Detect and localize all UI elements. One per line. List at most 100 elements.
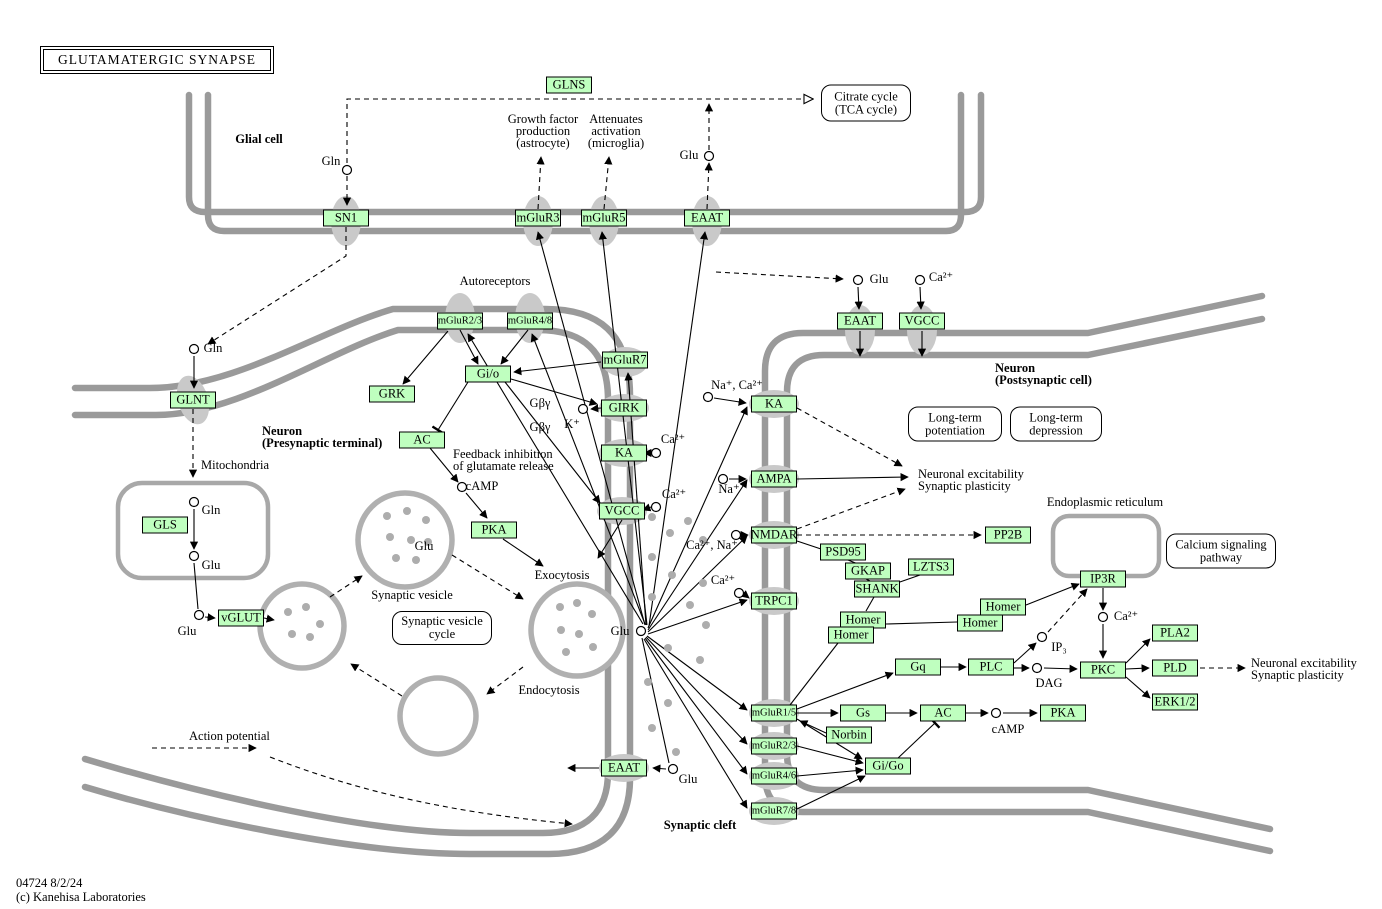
gene-node-PLA2[interactable]: PLA2: [1152, 624, 1198, 642]
ca-label-ka-pre: Ca²⁺: [660, 432, 686, 446]
gln-label-mito: Gln: [201, 503, 221, 517]
gbg-label-1: Gβγ: [529, 396, 551, 410]
glu-label-pre: Glu: [177, 624, 197, 638]
glu-label-hub: Glu: [610, 624, 630, 638]
glu-label-mito: Glu: [201, 558, 221, 572]
gene-node-Norbin[interactable]: Norbin: [826, 726, 872, 744]
gene-node-PKA[interactable]: PKA: [471, 521, 517, 539]
gene-node-EAAT[interactable]: EAAT: [684, 209, 730, 227]
metabolite-circles: [188, 150, 1109, 775]
gene-node-PSD95[interactable]: PSD95: [820, 543, 866, 561]
autoreceptors-label: Autoreceptors: [459, 274, 531, 288]
gene-node-VGCC[interactable]: VGCC: [899, 312, 945, 330]
action-potential-label: Action potential: [189, 729, 270, 743]
cana-label-nmdar: Ca²⁺, Na⁺: [686, 538, 738, 552]
gene-node-PKC[interactable]: PKC: [1080, 661, 1126, 679]
glu-label-top: Glu: [679, 148, 699, 162]
endoplasmic-reticulum-outline: [1050, 513, 1162, 579]
ca-label-right-top: Ca²⁺: [928, 270, 954, 284]
gene-node-Homer[interactable]: Homer: [828, 626, 874, 644]
page-title: GLUTAMATERGIC SYNAPSE: [43, 49, 272, 71]
gene-node-AMPA[interactable]: AMPA: [751, 470, 797, 488]
gln-label-top: Gln: [321, 154, 341, 168]
synaptic-cleft-label: Synaptic cleft: [663, 818, 737, 832]
naca-label-ka: Na⁺, Ca²⁺: [711, 378, 763, 392]
ca-label-trpc1: Ca²⁺: [710, 573, 736, 587]
gene-node-GLS[interactable]: GLS: [142, 516, 188, 534]
postsynaptic-neuron-label: Neuron(Postsynaptic cell): [995, 361, 1092, 387]
gene-node-PLD[interactable]: PLD: [1152, 659, 1198, 677]
gene-node-Gq[interactable]: Gq: [895, 658, 941, 676]
gene-node-IP3R[interactable]: IP3R: [1080, 570, 1126, 588]
ca-label-vgcc-pre: Ca²⁺: [661, 487, 687, 501]
presynaptic-neuron-label: Neuron(Presynaptic terminal): [262, 424, 383, 450]
er-label: Endoplasmic reticulum: [1046, 495, 1164, 509]
gene-node-mGluR2-3[interactable]: mGluR2/3: [751, 737, 797, 755]
gene-node-EAAT[interactable]: EAAT: [601, 759, 647, 777]
gene-node-mGluR3[interactable]: mGluR3: [515, 209, 561, 227]
gene-node-GKAP[interactable]: GKAP: [845, 562, 891, 580]
glu-label-right-top: Glu: [869, 272, 889, 286]
camp-label-right: cAMP: [991, 722, 1025, 736]
ca-label-er: Ca²⁺: [1113, 609, 1139, 623]
synaptic-vesicle-label: Synaptic vesicle: [371, 588, 453, 602]
k-label: K⁺: [564, 417, 580, 431]
gene-node-NMDAR[interactable]: NMDAR: [750, 526, 798, 544]
gene-node-KA[interactable]: KA: [601, 444, 647, 462]
na-label-ampa: Na⁺: [718, 482, 740, 496]
gene-node-GLNT[interactable]: GLNT: [170, 391, 216, 409]
gene-node-SHANK[interactable]: SHANK: [854, 580, 900, 598]
gene-node-LZTS3[interactable]: LZTS3: [908, 558, 954, 576]
gene-node-Homer[interactable]: Homer: [980, 598, 1026, 616]
gene-node-ERK1-2[interactable]: ERK1/2: [1152, 693, 1198, 711]
gbg-label-2: Gβγ: [529, 420, 551, 434]
gene-node-Gi-o[interactable]: Gi/o: [465, 365, 511, 383]
gene-node-mGluR4-8[interactable]: mGluR4/8: [507, 312, 553, 330]
gene-node-TRPC1[interactable]: TRPC1: [751, 592, 797, 610]
gene-node-SN1[interactable]: SN1: [323, 209, 369, 227]
ip3-label: IP₃: [1051, 640, 1067, 654]
glutamate-dots: [284, 507, 710, 756]
gene-node-PKA[interactable]: PKA: [1040, 704, 1086, 722]
gene-node-mGluR2-3[interactable]: mGluR2/3: [437, 312, 483, 330]
connector-lines: [152, 99, 1246, 828]
gene-node-VGCC[interactable]: VGCC: [599, 502, 645, 520]
endocytosis-label: Endocytosis: [518, 683, 580, 697]
glial-cell-label: Glial cell: [235, 132, 283, 146]
gene-node-mGluR5[interactable]: mGluR5: [581, 209, 627, 227]
gene-node-Gi-Go[interactable]: Gi/Go: [865, 757, 911, 775]
glu-label-bottom: Glu: [678, 772, 698, 786]
glu-label-vesicle: Glu: [414, 539, 434, 553]
gene-node-vGLUT[interactable]: vGLUT: [218, 609, 264, 627]
gene-node-Gs[interactable]: Gs: [840, 704, 886, 722]
gene-node-AC[interactable]: AC: [920, 704, 966, 722]
gene-node-PP2B[interactable]: PP2B: [985, 526, 1031, 544]
gene-node-PLC[interactable]: PLC: [968, 658, 1014, 676]
gene-node-KA[interactable]: KA: [751, 395, 797, 413]
gene-node-mGluR7[interactable]: mGluR7: [602, 351, 648, 369]
camp-label-left: cAMP: [465, 479, 499, 493]
gln-label-left: Gln: [203, 341, 223, 355]
gene-node-Homer[interactable]: Homer: [957, 614, 1003, 632]
pathway-citrate-cycle[interactable]: Citrate cycle(TCA cycle): [821, 84, 911, 122]
map-id: 04724 8/2/24: [16, 876, 83, 890]
gene-node-mGluR7-8[interactable]: mGluR7/8: [751, 802, 797, 820]
gene-node-GRK[interactable]: GRK: [369, 385, 415, 403]
gene-node-GIRK[interactable]: GIRK: [601, 399, 647, 417]
gene-node-mGluR1-5[interactable]: mGluR1/5: [751, 704, 797, 722]
gene-node-AC[interactable]: AC: [399, 431, 445, 449]
gene-node-mGluR4-6[interactable]: mGluR4/6: [751, 767, 797, 785]
gene-node-EAAT[interactable]: EAAT: [837, 312, 883, 330]
gene-node-GLNS[interactable]: GLNS: [546, 76, 592, 94]
mitochondria-label: Mitochondria: [201, 458, 270, 472]
